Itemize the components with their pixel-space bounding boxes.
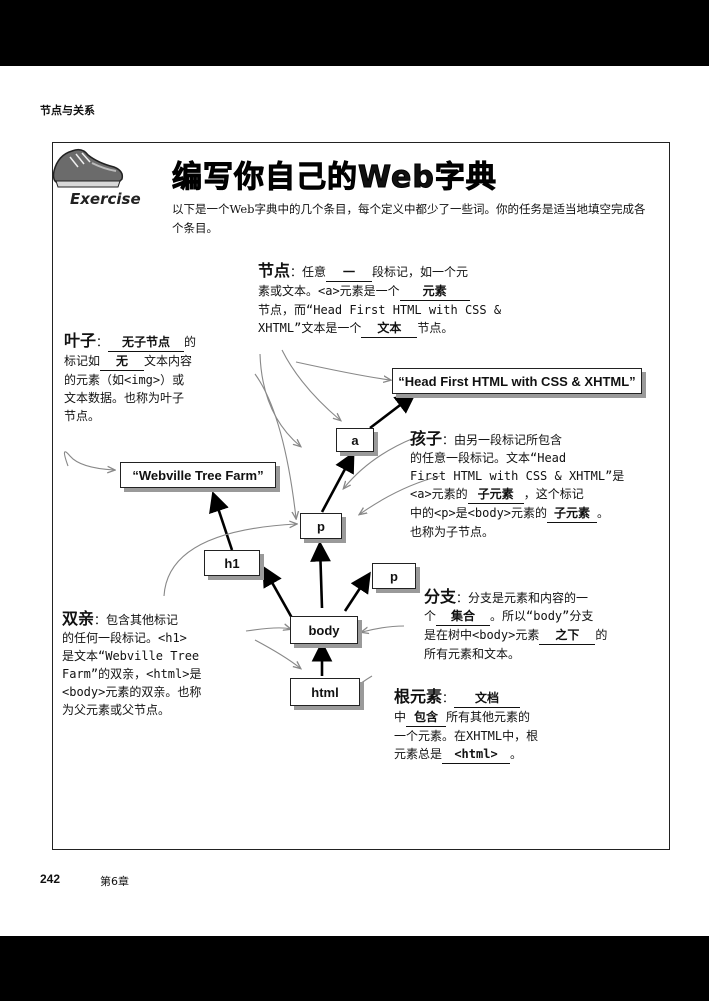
exercise-frame: [52, 142, 670, 850]
filled-blank: 文档: [454, 689, 521, 708]
filled-blank: 包含: [406, 708, 447, 727]
page-number: 242: [40, 872, 61, 886]
filled-blank: 集合: [436, 607, 491, 626]
definition-branch: 分支：分支是元素和内容的一 个集合。所以“body”分支 是在树中<body>元…: [424, 587, 608, 662]
term: 根元素: [394, 687, 443, 706]
filled-blank: 之下: [539, 626, 596, 645]
filled-blank: 文本: [361, 319, 418, 338]
tree-node-p: p: [300, 513, 342, 539]
tree-node-body: body: [290, 616, 358, 644]
tree-node-h1: h1: [204, 550, 260, 576]
chapter-label: 第6章: [100, 875, 129, 888]
filled-blank: 无子节点: [108, 333, 185, 352]
tree-connectors: [63, 349, 441, 936]
sneaker-icon: [52, 148, 124, 188]
tree-node-a: a: [336, 428, 374, 452]
tree-node-html: html: [290, 678, 360, 706]
filled-blank: 一: [326, 263, 373, 282]
definition-parent: 双亲：包含其他标记 的任何一段标记。<h1> 是文本“Webville Tree…: [62, 609, 202, 718]
intro-text: 以下是一个Web字典中的几个条目，每个定义中都少了一些词。你的任务是适当地填空完…: [172, 202, 646, 235]
definition-child: 孩子：由另一段标记所包含 的任意一段标记。文本“Head First HTML …: [410, 429, 625, 540]
term: 节点: [258, 261, 291, 280]
tree-node-head-first-text: “Head First HTML with CSS & XHTML”: [392, 368, 642, 394]
page-title: 编写你自己的Web字典: [172, 160, 497, 196]
filled-blank: 元素: [399, 282, 470, 301]
filled-blank: 子元素: [467, 485, 524, 504]
definition-leaf: 叶子：无子节点的 标记如无文本内容 的元素（如<img>）或 文本数据。也称为叶…: [64, 331, 197, 424]
tree-node-webville-text: “Webville Tree Farm”: [120, 462, 276, 488]
filled-blank: <html>: [442, 745, 511, 764]
section-header: 节点与关系: [40, 104, 95, 117]
filled-blank: 无: [100, 352, 145, 371]
term: 双亲: [62, 609, 95, 628]
definition-node: 节点：任意一段标记，如一个元 素或文本。<a>元素是一个元素 节点，而“Head…: [258, 262, 578, 338]
term: 分支: [424, 587, 457, 606]
tree-node-p: p: [372, 563, 416, 589]
book-page: 节点与关系 Exercise 编写你自己的Web字典 以下是一个Web字典中的几…: [0, 66, 709, 936]
exercise-label: Exercise: [68, 190, 143, 208]
definition-root: 根元素：文档 中包含所有其他元素的 一个元素。在XHTML中，根 元素总是<ht…: [394, 688, 614, 764]
term: 叶子: [64, 331, 97, 350]
filled-blank: 子元素: [547, 504, 598, 523]
term: 孩子: [410, 429, 443, 448]
